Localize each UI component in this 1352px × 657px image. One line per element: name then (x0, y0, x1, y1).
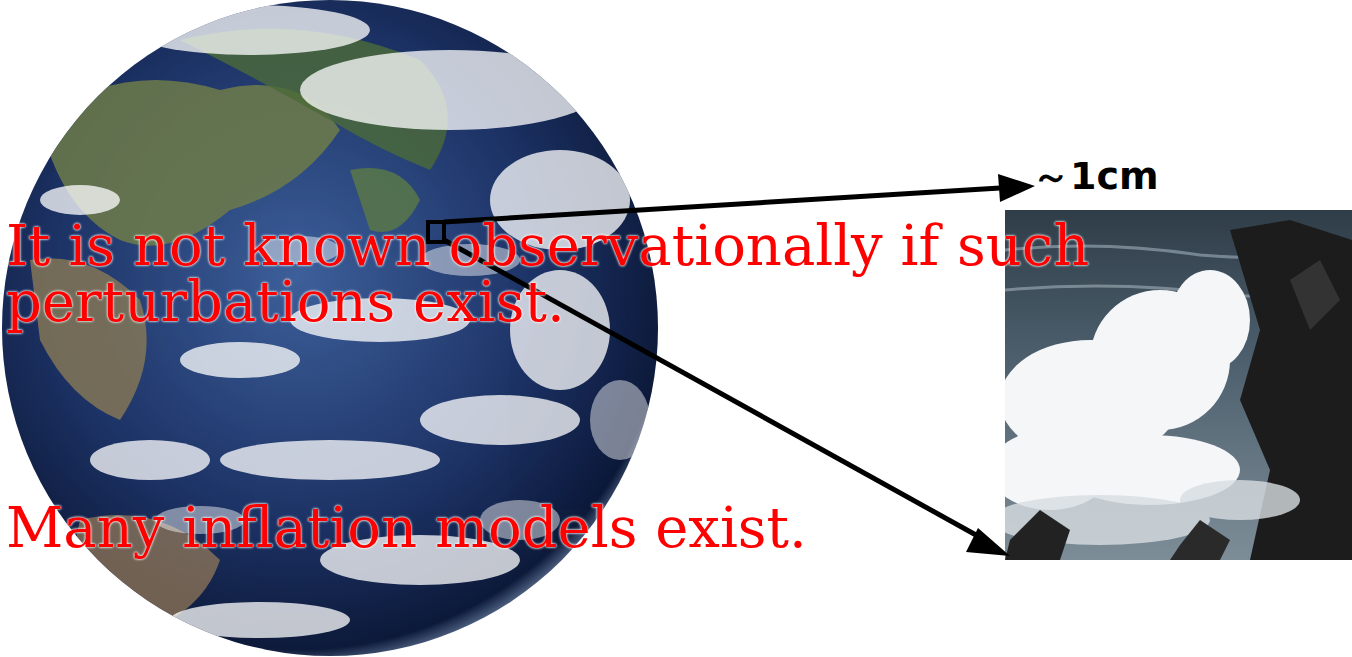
note-text: It is not known observationally if such … (6, 218, 1306, 330)
scale-label: ～1cm (1032, 154, 1159, 198)
note-text: Many inflation models exist. (6, 500, 1306, 556)
